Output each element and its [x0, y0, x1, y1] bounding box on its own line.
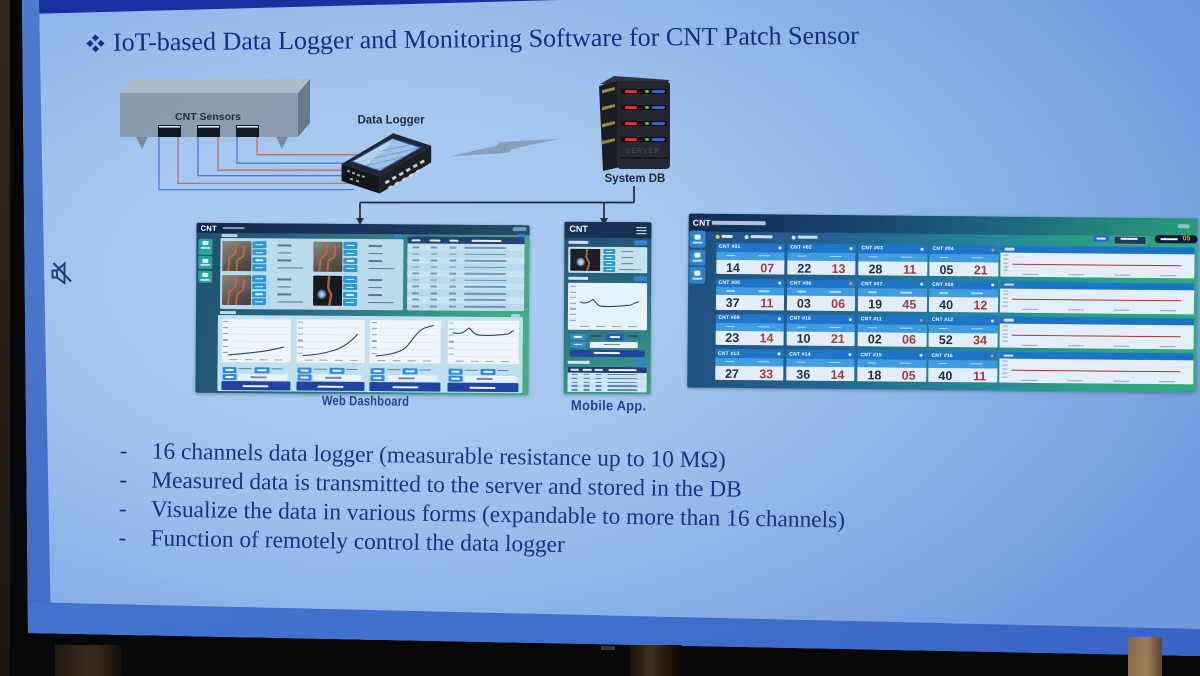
- svg-text:CNT Sensors: CNT Sensors: [175, 111, 241, 123]
- svg-text:SERVER: SERVER: [626, 148, 661, 155]
- svg-text:Data Logger: Data Logger: [357, 115, 425, 127]
- svg-text:System DB: System DB: [605, 173, 666, 185]
